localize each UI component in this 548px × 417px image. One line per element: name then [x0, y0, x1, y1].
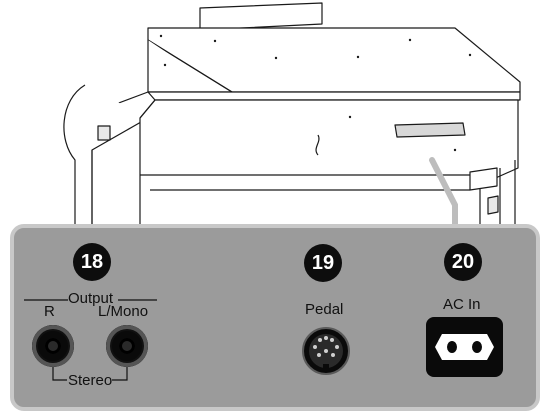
stereo-label: Stereo	[68, 372, 113, 389]
ac-in-label: AC In	[443, 296, 481, 313]
output-left-mono-label: L/Mono	[98, 303, 149, 320]
output-l-mono-jack[interactable]	[106, 325, 148, 367]
pedal-label: Pedal	[305, 301, 344, 318]
ac-inlet-connector[interactable]	[426, 317, 503, 377]
ac-in-number-badge: 20	[444, 243, 482, 281]
pedal-din-connector[interactable]	[302, 327, 350, 375]
output-r-jack[interactable]	[32, 325, 74, 367]
pedal-number-badge: 19	[304, 244, 342, 282]
output-number-badge: 18	[73, 243, 111, 281]
output-group-label: Output	[68, 290, 114, 307]
output-right-label: R	[44, 303, 55, 320]
